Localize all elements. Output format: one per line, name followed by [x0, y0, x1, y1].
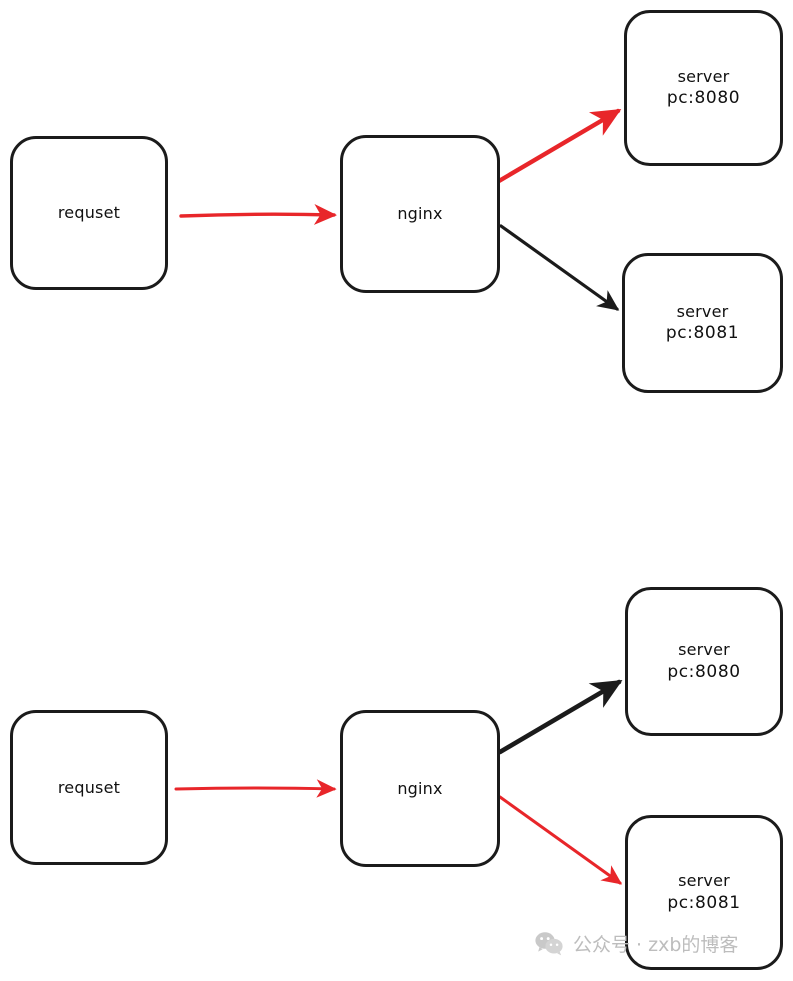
node-request-top[interactable]: requset: [10, 136, 168, 290]
node-label-server: server: [677, 66, 730, 86]
node-label-server: server: [678, 871, 730, 891]
node-nginx-bottom[interactable]: nginx: [340, 710, 500, 867]
node-label-port: pc:8081: [667, 892, 741, 913]
node-server-8080-bottom[interactable]: server pc:8080: [625, 587, 783, 736]
node-label-port: pc:8080: [667, 661, 741, 682]
node-label: nginx: [397, 204, 443, 224]
node-server-8081-top[interactable]: server pc:8081: [622, 253, 783, 393]
node-request-bottom[interactable]: requset: [10, 710, 168, 865]
node-label: requset: [57, 203, 121, 223]
node-label-port: pc:8080: [666, 88, 741, 109]
node-nginx-top[interactable]: nginx: [340, 135, 500, 293]
edge-bottom-request-to-nginx: [174, 779, 337, 798]
node-label-server: server: [676, 301, 729, 321]
edge-top-nginx-to-8080: [496, 108, 622, 184]
node-server-8080-top[interactable]: server pc:8080: [624, 10, 783, 166]
node-label-server: server: [678, 640, 730, 660]
edge-top-nginx-to-8081: [499, 224, 620, 311]
node-label: nginx: [397, 778, 443, 798]
edge-bottom-nginx-to-8081: [498, 795, 623, 885]
edge-top-request-to-nginx: [179, 203, 337, 225]
node-label: requset: [57, 777, 121, 797]
edge-bottom-nginx-to-8080: [497, 679, 623, 755]
node-label-port: pc:8081: [665, 323, 740, 344]
node-server-8081-bottom[interactable]: server pc:8081: [625, 815, 783, 970]
